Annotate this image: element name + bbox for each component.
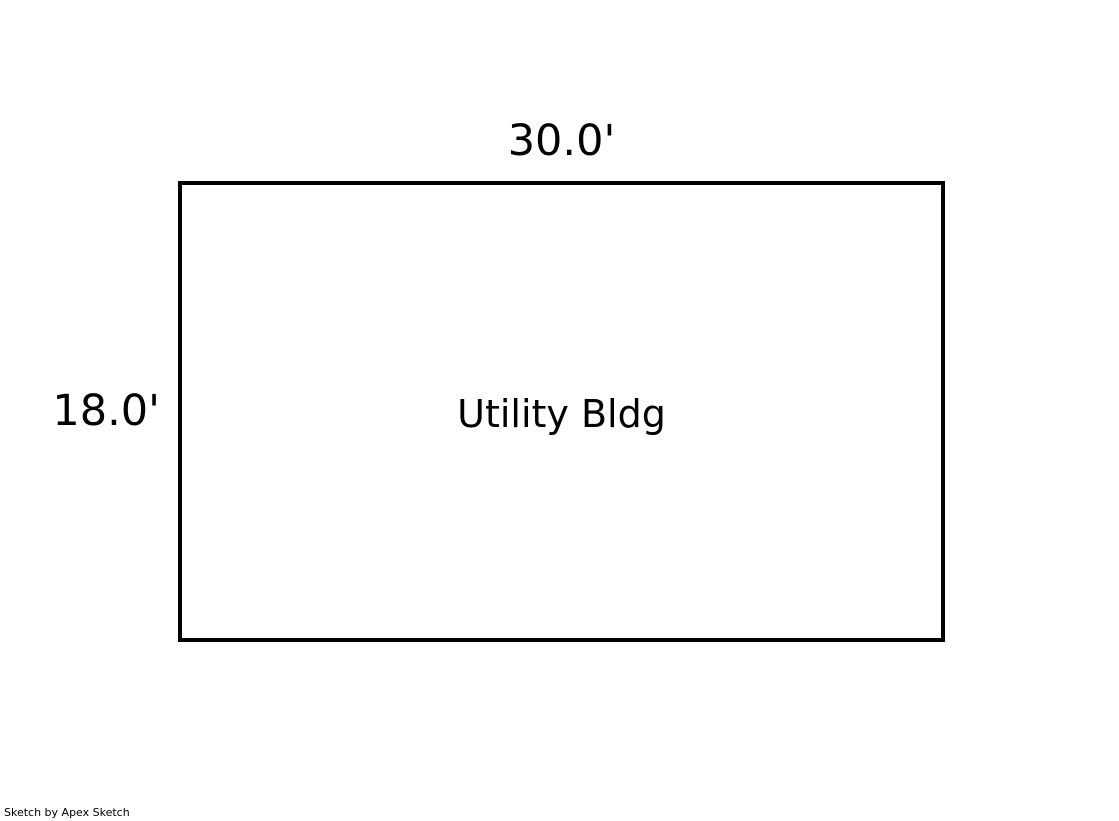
- building-outline: Utility Bldg: [178, 181, 945, 642]
- building-name-label: Utility Bldg: [457, 391, 666, 436]
- sketch-credit-label: Sketch by Apex Sketch: [4, 806, 130, 819]
- top-dimension-label: 30.0': [507, 116, 616, 166]
- left-dimension-label: 18.0': [52, 386, 160, 436]
